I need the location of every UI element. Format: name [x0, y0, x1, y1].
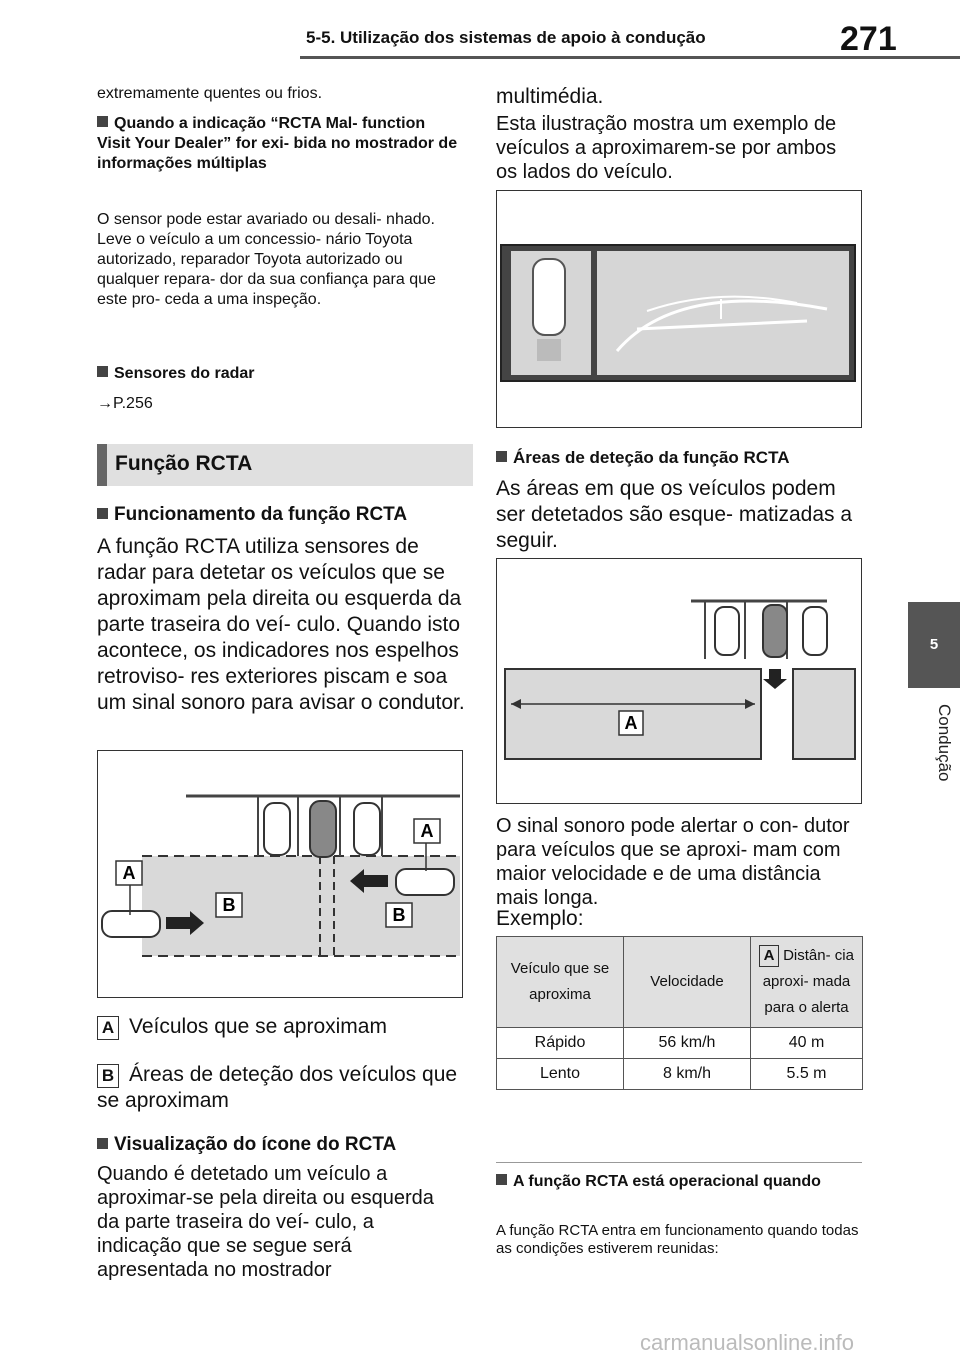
legend-key-a: A	[97, 1016, 119, 1040]
rcta-icon-paragraph: Quando é detetado um veículo a aproximar…	[97, 1163, 434, 1281]
heading-rcta-operation: Funcionamento da função RCTA	[97, 504, 463, 526]
square-bullet-icon	[97, 1138, 108, 1149]
right-continuation-text: multimédia.	[496, 85, 604, 108]
square-bullet-icon	[97, 116, 108, 127]
illustration-paragraph: Esta ilustração mostra um exemplo de veí…	[496, 113, 837, 183]
example-label: Exemplo:	[496, 907, 584, 930]
detection-areas-paragraph: As áreas em que os veículos podem ser de…	[496, 477, 853, 552]
multimedia-display-illustration	[500, 244, 856, 382]
heading-radar-sensors: Sensores do radar	[97, 364, 463, 384]
parking-diagram: A A B B	[101, 794, 460, 957]
heading-rcta-operational: A função RCTA está operacional quando	[496, 1172, 862, 1192]
legend-text: Áreas de deteção dos veículos que se apr…	[97, 1063, 458, 1112]
heading-detection-areas: Áreas de deteção da função RCTA	[496, 448, 862, 468]
col-header-speed: Velocidade	[623, 936, 751, 1028]
legend-text: Veículos que se aproximam	[129, 1015, 387, 1038]
chapter-tab-number: 5	[908, 602, 960, 688]
table-row: Rápido 56 km/h 40 m	[496, 1027, 863, 1059]
square-bullet-icon	[97, 508, 108, 519]
heading-rcta-icon: Visualização do ícone do RCTA	[97, 1134, 463, 1156]
table-cell: Rápido	[496, 1027, 624, 1059]
heading-text: Visualização do ícone do RCTA	[114, 1134, 397, 1155]
figure-label-b: B	[223, 895, 236, 915]
square-bullet-icon	[496, 451, 507, 462]
heading-text: Sensores do radar	[114, 365, 255, 382]
watermark: carmanualsonline.info	[640, 1330, 855, 1355]
detection-area-diagram: A	[504, 599, 856, 760]
heading-text: Funcionamento da função RCTA	[114, 504, 408, 525]
alert-distance-paragraph: O sinal sonoro pode alertar o con- dutor…	[496, 815, 850, 909]
section-title-bar: Função RCTA	[97, 444, 473, 486]
table-cell: 40 m	[750, 1027, 863, 1059]
page-number: 271	[840, 20, 897, 58]
chapter-tab-label: Condução	[935, 704, 954, 782]
display-figure	[496, 190, 862, 428]
detection-area-figure: A	[496, 558, 862, 804]
table-cell: 8 km/h	[623, 1058, 751, 1090]
figure-label-a: A	[625, 713, 638, 733]
malfunction-paragraph: O sensor pode estar avariado ou desali- …	[97, 211, 436, 308]
header-rule	[300, 56, 960, 59]
legend-a: A Veículos que se aproximam	[97, 1014, 463, 1040]
col-header-vehicle: Veículo que se aproxima	[496, 936, 624, 1028]
figure-label-a: A	[421, 821, 434, 841]
square-bullet-icon	[496, 1174, 507, 1185]
square-bullet-icon	[97, 366, 108, 377]
section-title: Função RCTA	[115, 452, 253, 475]
table-cell: 5.5 m	[750, 1058, 863, 1090]
rcta-operational-paragraph: A função RCTA entra em funcionamento qua…	[496, 1222, 859, 1257]
running-header: 5-5. Utilização dos sistemas de apoio à …	[306, 28, 706, 47]
left-intro-text: extremamente quentes ou frios.	[97, 85, 323, 102]
table-cell: Lento	[496, 1058, 624, 1090]
col-header-distance-text: Distân- cia aproxi- mada para o alerta	[762, 947, 854, 1016]
figure-label-b: B	[393, 905, 406, 925]
rcta-figure: A A B B	[97, 750, 463, 998]
heading-text: Áreas de deteção da função RCTA	[513, 448, 790, 467]
figure-label-a: A	[123, 863, 136, 883]
distance-key-a: A	[759, 945, 780, 967]
divider	[496, 1162, 862, 1163]
heading-rcta-malfunction: Quando a indicação “RCTA Mal- function V…	[97, 114, 463, 174]
page-reference: →P.256	[97, 395, 153, 412]
legend-key-b: B	[97, 1064, 119, 1088]
rcta-operation-paragraph: A função RCTA utiliza sensores de radar …	[97, 535, 465, 714]
table-row: Lento 8 km/h 5.5 m	[496, 1058, 863, 1090]
heading-text: Quando a indicação “RCTA Mal- function V…	[97, 115, 458, 172]
heading-text: A função RCTA está operacional quando	[513, 1173, 821, 1190]
table-cell: 56 km/h	[623, 1027, 751, 1059]
